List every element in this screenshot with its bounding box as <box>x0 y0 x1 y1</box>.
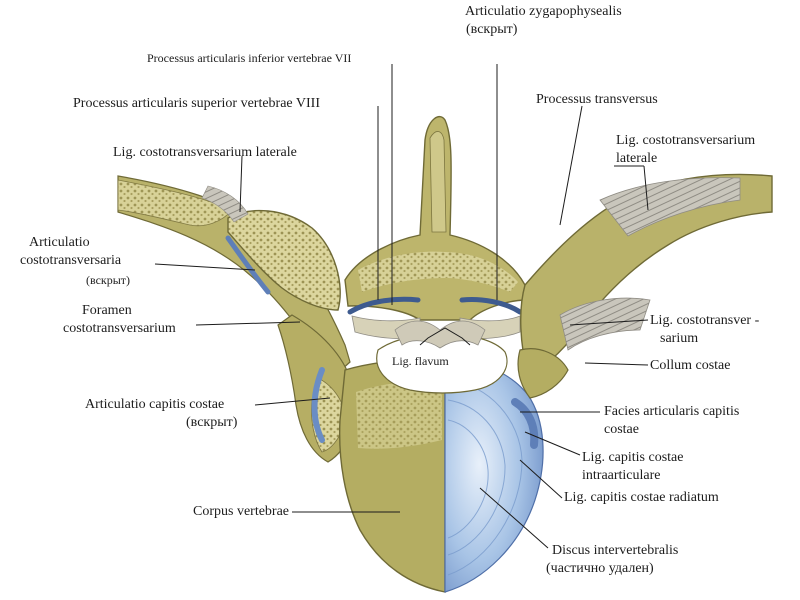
label-discus-intervertebralis-sub: (частично удален) <box>546 561 654 576</box>
label-processus-articularis-inferior: Processus articularis inferior vertebrae… <box>147 51 352 65</box>
label-lig-costotransversarium-laterale-left: Lig. costotransversarium lateralе <box>113 145 297 160</box>
label-corpus-vertebrae: Corpus vertebrae <box>193 504 290 519</box>
label-lig-costotransversarium-2: sarium <box>660 331 699 346</box>
label-facies-articularis-capitis-costae: Facies articularis capitis <box>604 404 740 419</box>
ligamentum-flavum <box>394 320 486 349</box>
label-lig-flavum: Lig. flavum <box>392 354 449 368</box>
label-lig-costotransversarium-laterale-right-2: laterale <box>616 151 658 166</box>
label-articulatio-zygapophysealis-sub: (вскрыт) <box>466 22 518 37</box>
label-articulatio-capitis-costae: Articulatio capitis costae <box>85 397 225 412</box>
label-lig-capitis-costae-intraarticulare-2: intraarticulare <box>582 468 661 483</box>
right-zygapophyseal-joint <box>459 297 523 315</box>
label-discus-intervertebralis: Discus intervertebralis <box>552 543 679 558</box>
label-collum-costae: Collum costae <box>650 358 731 373</box>
right-capitis-joint <box>511 398 539 449</box>
label-articulatio-capitis-costae-sub: (вскрыт) <box>186 415 238 430</box>
label-processus-transversus: Processus transversus <box>536 92 658 107</box>
label-processus-articularis-superior: Processus articularis superior vertebrae… <box>73 96 320 111</box>
label-lig-costotransversarium: Lig. costotransver - <box>650 313 760 328</box>
label-lig-costotransversarium-laterale-right: Lig. costotransversarium <box>616 133 756 148</box>
label-articulatio-costotransversaria-2: costotransversaria <box>20 253 122 268</box>
label-articulatio-costotransversaria: Articulatio <box>29 235 90 250</box>
right-costotransverse-ligament <box>559 297 651 351</box>
label-foramen-costotransversarium: Foramen <box>82 303 132 318</box>
right-rib-neck <box>517 348 569 399</box>
label-articulatio-zygapophysealis: Articulatio zygapophysealis <box>465 4 622 19</box>
label-foramen-costotransversarium-2: costotransversarium <box>63 321 176 336</box>
label-lig-capitis-costae-intraarticulare: Lig. capitis costae <box>582 450 684 465</box>
left-zygapophyseal-joint <box>347 296 421 315</box>
left-capitis-joint <box>311 367 325 443</box>
label-articulatio-costotransversaria-sub: (вскрыт) <box>86 273 131 287</box>
left-transverse-process <box>227 209 341 311</box>
left-costotransverse-joint <box>225 235 271 295</box>
label-lig-capitis-costae-radiatum: Lig. capitis costae radiatum <box>564 490 719 505</box>
label-facies-articularis-capitis-costae-2: costae <box>604 422 639 437</box>
